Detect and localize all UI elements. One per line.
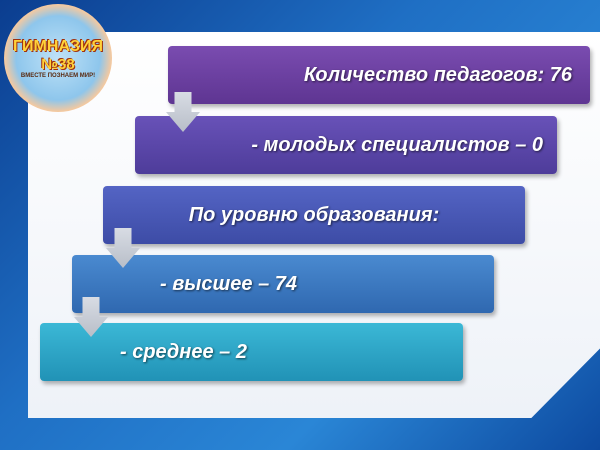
secondary-education-label: - среднее – 2 (120, 340, 247, 363)
secondary-education-box: - среднее – 2 (40, 323, 463, 381)
higher-education-label: - высшее – 74 (160, 272, 298, 295)
teachers-count-box: Количество педагогов: 76 (168, 46, 590, 104)
logo-number: №38 (41, 55, 75, 73)
education-level-box: По уровню образования: (103, 186, 525, 244)
higher-education-box: - высшее – 74 (72, 255, 494, 313)
school-logo: ГИМНАЗИЯ №38 ВМЕСТЕ ПОЗНАЕМ МИР! (4, 4, 112, 112)
education-level-label: По уровню образования: (188, 203, 440, 226)
logo-motto: ВМЕСТЕ ПОЗНАЕМ МИР! (20, 72, 96, 79)
young-specialists-box: - молодых специалистов – 0 (135, 116, 557, 174)
logo-title: ГИМНАЗИЯ (12, 37, 104, 55)
young-specialists-label: - молодых специалистов – 0 (251, 133, 543, 156)
teachers-count-label: Количество педагогов: 76 (303, 63, 572, 86)
